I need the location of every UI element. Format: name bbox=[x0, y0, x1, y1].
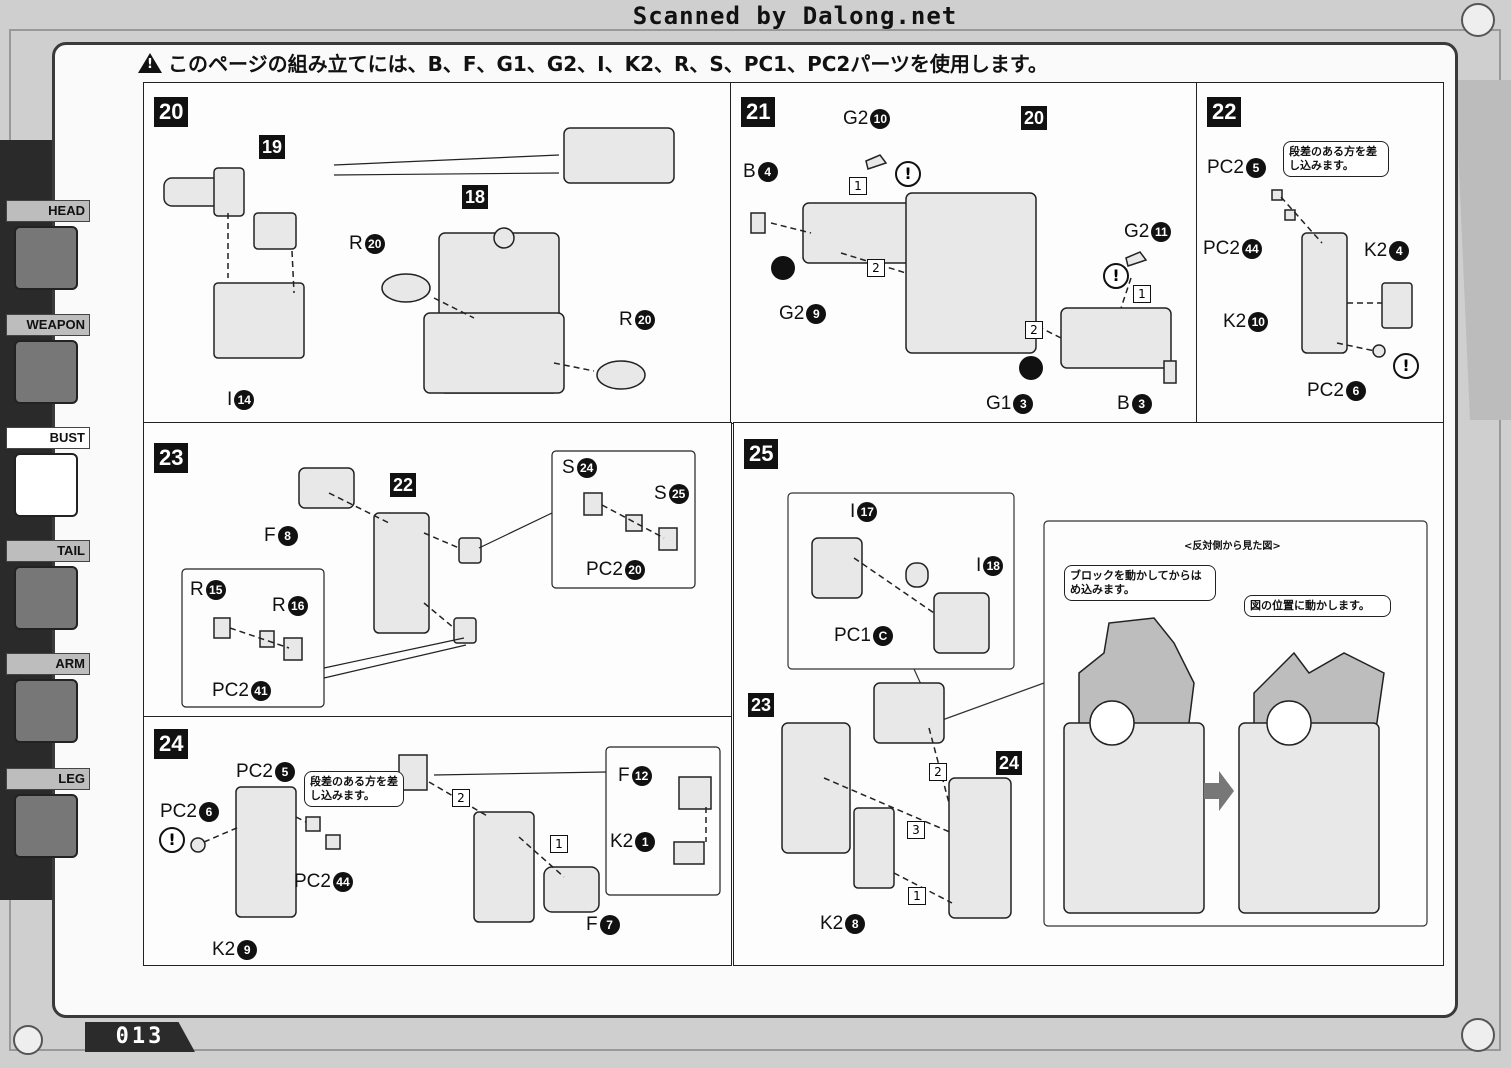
tab-head-label: HEAD bbox=[6, 200, 90, 222]
bust-icon bbox=[14, 453, 78, 517]
order-marker: 1 bbox=[908, 887, 926, 905]
step-24-note: 段差のある方を差し込みます。 bbox=[304, 771, 404, 807]
step-21-diagram bbox=[750, 154, 1177, 384]
tab-bust-label: BUST bbox=[6, 427, 90, 449]
tab-leg-label: LEG bbox=[6, 768, 90, 790]
step-22-note: 段差のある方を差し込みます。 bbox=[1283, 141, 1389, 177]
tail-icon bbox=[14, 566, 78, 630]
step-24-diagram bbox=[190, 746, 721, 923]
tab-arm-label: ARM bbox=[6, 653, 90, 675]
step-23-ref-22: 22 bbox=[390, 473, 417, 497]
order-marker: 2 bbox=[452, 789, 470, 807]
parts-notice-text: このページの組み立てには、B、F、G1、G2、I、K2、R、S、PC1、PC2パ… bbox=[168, 52, 1048, 76]
tab-head[interactable]: HEAD bbox=[6, 200, 90, 290]
step-21-number: 21 bbox=[741, 97, 776, 127]
head-icon bbox=[14, 226, 78, 290]
tab-bust[interactable]: BUST bbox=[6, 427, 90, 517]
step-20-ref-18: 18 bbox=[462, 185, 489, 209]
tab-tail[interactable]: TAIL bbox=[6, 540, 90, 630]
section-sidebar: HEAD WEAPON BUST TAIL ARM LEG bbox=[0, 150, 105, 900]
warning-icon bbox=[138, 53, 162, 73]
step-25-ref-24: 24 bbox=[996, 751, 1023, 775]
tab-leg[interactable]: LEG bbox=[6, 768, 90, 858]
step-22-diagram bbox=[1271, 189, 1413, 358]
tab-weapon-label: WEAPON bbox=[6, 314, 90, 336]
step-20-diagram bbox=[163, 127, 675, 394]
order-marker: 3 bbox=[907, 821, 925, 839]
page-number: 013 bbox=[85, 1022, 195, 1052]
caution-icon: ! bbox=[1103, 263, 1129, 289]
order-marker: 2 bbox=[929, 763, 947, 781]
step-20-number: 20 bbox=[154, 97, 189, 127]
order-marker: 2 bbox=[867, 259, 885, 277]
leg-icon bbox=[14, 794, 78, 858]
order-marker: 2 bbox=[1025, 321, 1043, 339]
tab-weapon[interactable]: WEAPON bbox=[6, 314, 90, 404]
caution-icon: ! bbox=[159, 827, 185, 853]
order-marker: 1 bbox=[550, 835, 568, 853]
tab-arm[interactable]: ARM bbox=[6, 653, 90, 743]
step-20-ref-19: 19 bbox=[259, 135, 286, 159]
tab-tail-label: TAIL bbox=[6, 540, 90, 562]
step-25-ref-23: 23 bbox=[748, 693, 775, 717]
weapon-icon bbox=[14, 340, 78, 404]
step-22-number: 22 bbox=[1207, 97, 1242, 127]
order-marker: 1 bbox=[1133, 285, 1151, 303]
caution-icon: ! bbox=[895, 161, 921, 187]
step-25-note-1: ブロックを動かしてからはめ込みます。 bbox=[1064, 565, 1216, 601]
step-25-number: 25 bbox=[744, 439, 779, 469]
step-25-panel: 25 23 24 <反対側から見た図> ブロックを動かしてからはめ込みます。 図… bbox=[733, 422, 1444, 966]
step-23-number: 23 bbox=[154, 443, 189, 473]
order-marker: 1 bbox=[849, 177, 867, 195]
step-24-number: 24 bbox=[154, 729, 189, 759]
opposite-view-caption: <反対側から見た図> bbox=[1184, 541, 1281, 552]
scan-credit: Scanned by Dalong.net bbox=[632, 2, 958, 30]
caution-icon: ! bbox=[1393, 353, 1419, 379]
step-25-diagram bbox=[781, 492, 1428, 927]
step-23-diagram bbox=[181, 450, 696, 708]
parts-notice: このページの組み立てには、B、F、G1、G2、I、K2、R、S、PC1、PC2パ… bbox=[138, 48, 1048, 77]
step-25-note-2: 図の位置に動かします。 bbox=[1244, 595, 1391, 617]
arm-icon bbox=[14, 679, 78, 743]
step-21-ref-20: 20 bbox=[1021, 106, 1048, 130]
